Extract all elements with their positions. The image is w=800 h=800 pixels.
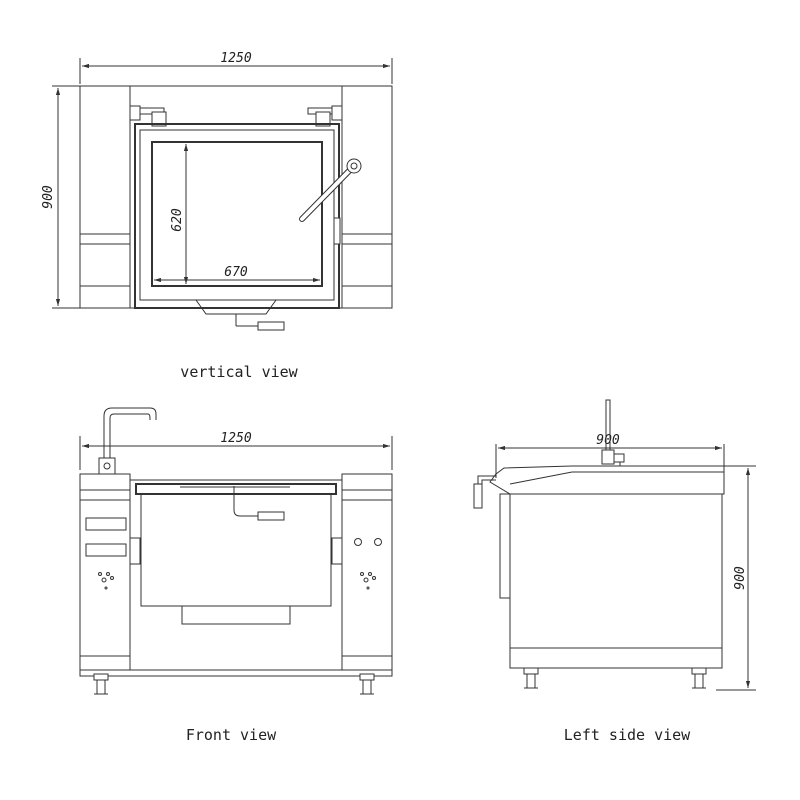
side-height-label: 900: [733, 566, 748, 590]
vertical-view-caption: vertical view: [180, 363, 298, 381]
front-feet: [79, 669, 393, 695]
right-indicator-light: [354, 538, 362, 546]
center-body: [129, 479, 343, 671]
inner-depth-label: 620: [170, 208, 185, 232]
inner-width-label: 670: [224, 265, 248, 280]
left-display-panel: [85, 543, 127, 557]
side-body: [509, 493, 723, 649]
side-handle: [473, 475, 496, 509]
side-faucet: [601, 399, 625, 466]
side-height-dimension: 900: [716, 465, 756, 691]
tilt-handle: [299, 158, 362, 222]
front-view-caption: Front view: [186, 726, 277, 744]
left-display-panel: [85, 517, 127, 531]
side-view-caption: Left side view: [564, 726, 691, 744]
side-base: [509, 647, 723, 669]
inner-depth-dimension: 620: [170, 144, 189, 284]
pan-lid: [135, 483, 337, 495]
top-width-label: 1250: [220, 51, 251, 66]
front-width-dimension: 1250: [79, 431, 393, 470]
pouring-lip: [195, 299, 285, 331]
lid-handle: [233, 486, 285, 521]
pan-base: [181, 605, 291, 625]
pan-inner: [151, 141, 323, 287]
top-depth-label: 900: [41, 185, 56, 209]
right-cabinet: [341, 473, 393, 671]
side-feet: [523, 667, 707, 689]
front-width-label: 1250: [220, 431, 251, 446]
vertical-view: 1250 900 620: [41, 51, 393, 381]
top-depth-dimension: 900: [41, 85, 80, 309]
left-cabinet: [79, 473, 131, 671]
right-indicator-light: [374, 538, 382, 546]
water-faucet: [98, 407, 157, 475]
front-view: 1250: [79, 407, 393, 744]
top-width-dimension: 1250: [79, 51, 393, 84]
inner-width-dimension: 670: [154, 265, 320, 283]
side-top: [489, 465, 725, 495]
side-depth-label: 900: [596, 433, 620, 448]
pan-body: [140, 493, 332, 607]
left-side-view: 900 900: [473, 399, 756, 744]
